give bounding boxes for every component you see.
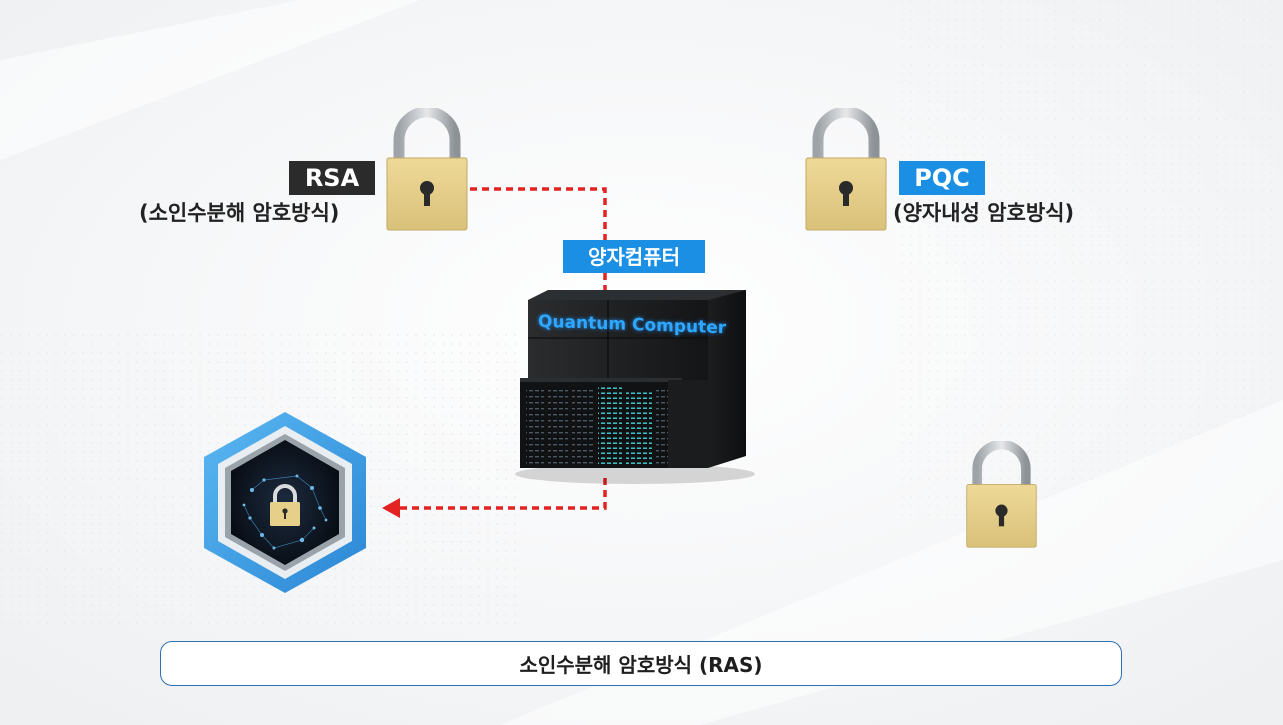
rsa-description: (소인수분해 암호방식) xyxy=(139,201,340,225)
quantum-computer-tag: 양자컴퓨터 xyxy=(563,240,705,273)
encrypted-hexagon-icon xyxy=(204,412,366,593)
secure-padlock-icon xyxy=(966,441,1037,548)
rsa-tag: RSA xyxy=(289,161,375,195)
caption-text: 소인수분해 암호방식 (RAS) xyxy=(519,653,763,677)
rsa-padlock-icon xyxy=(386,108,468,231)
quantum-computer-icon xyxy=(515,290,755,484)
pqc-padlock-icon xyxy=(805,108,887,231)
pqc-tag: PQC xyxy=(899,161,985,195)
pqc-description: (양자내성 암호방식) xyxy=(893,201,1075,225)
caption-bar: 소인수분해 암호방식 (RAS) xyxy=(160,641,1122,686)
